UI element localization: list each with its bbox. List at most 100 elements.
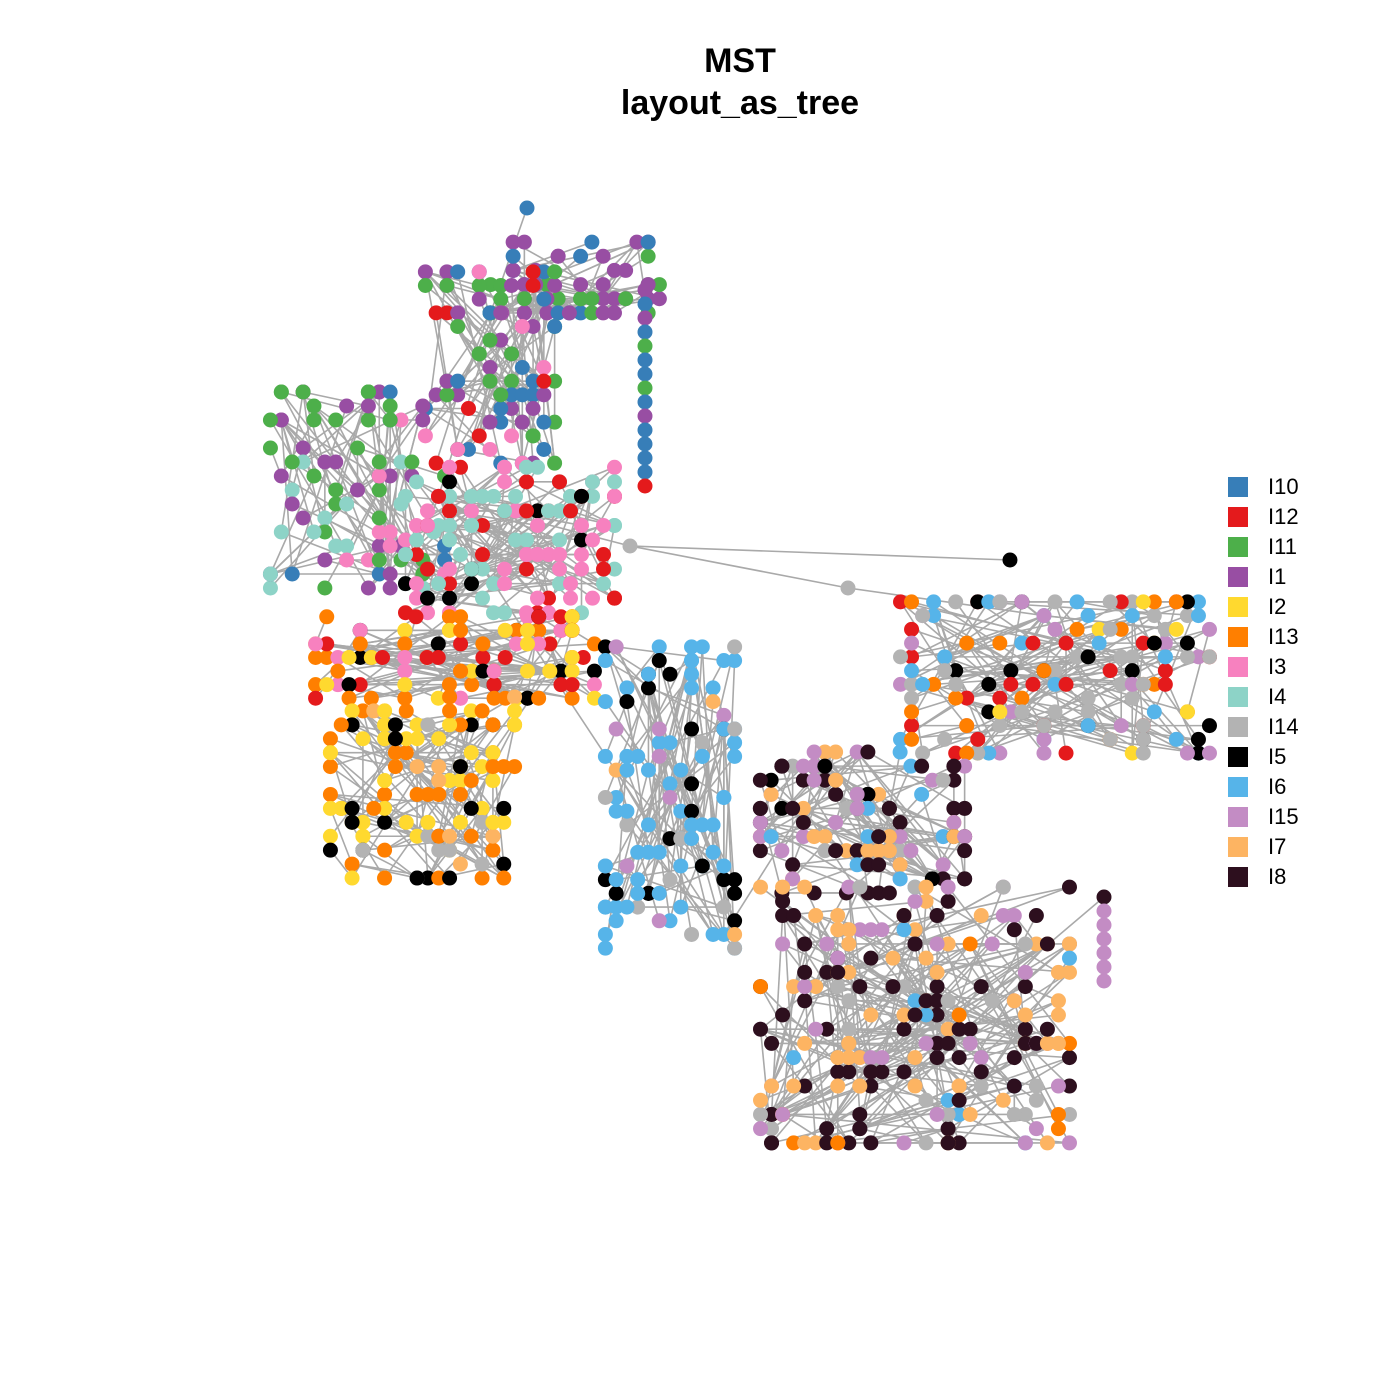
tree-node (493, 332, 509, 348)
tree-node (273, 524, 289, 540)
tree-node (1061, 950, 1077, 966)
tree-node (904, 594, 920, 610)
tree-node (662, 790, 678, 805)
tree-node (330, 663, 346, 679)
tree-node (1039, 1135, 1055, 1151)
tree-node (630, 872, 646, 888)
tree-node (1102, 663, 1118, 679)
tree-node (284, 566, 300, 582)
tree-node (1025, 676, 1041, 692)
tree-node (419, 650, 435, 665)
tree-node (464, 503, 479, 519)
tree-node (420, 717, 436, 733)
tree-node (328, 412, 344, 428)
tree-node (1091, 621, 1107, 637)
legend-swatch (1228, 837, 1248, 857)
tree-node (970, 594, 986, 610)
tree-node (344, 870, 360, 886)
tree-node (497, 503, 512, 519)
tree-node (852, 1121, 868, 1137)
tree-node (453, 690, 469, 706)
tree-node (774, 843, 790, 859)
tree-node (1179, 649, 1195, 665)
tree-node (684, 831, 700, 847)
tree-node (705, 926, 721, 942)
tree-node (860, 800, 876, 816)
tree-node (995, 908, 1011, 924)
tree-node (705, 817, 721, 833)
tree-node (1036, 745, 1052, 761)
tree-node (493, 291, 509, 307)
tree-node (474, 759, 490, 775)
tree-node (464, 677, 480, 693)
tree-node (637, 310, 653, 326)
tree-node (597, 653, 613, 669)
tree-node (1017, 979, 1033, 995)
tree-node (597, 790, 613, 805)
tree-node (420, 828, 436, 844)
tree-node (1061, 1035, 1077, 1051)
tree-node (863, 1078, 879, 1094)
tree-node (881, 829, 897, 845)
tree-node (442, 576, 457, 592)
legend-item: I2 (1228, 592, 1388, 622)
tree-node (1179, 745, 1195, 761)
legend-swatch (1228, 507, 1248, 527)
tree-node (344, 856, 360, 872)
legend-label: I15 (1268, 804, 1299, 829)
tree-node (1017, 1035, 1033, 1051)
tree-node (516, 234, 532, 250)
tree-node (485, 717, 501, 733)
legend-swatch (1228, 807, 1248, 827)
tree-node (1017, 1106, 1033, 1122)
tree-node (640, 762, 656, 778)
tree-node (539, 305, 555, 321)
tree-node (439, 264, 455, 280)
tree-node (926, 594, 942, 610)
tree-node (387, 759, 403, 775)
tree-node (935, 829, 951, 845)
tree-node (1190, 745, 1206, 761)
tree-node (450, 387, 466, 403)
tree-node (496, 800, 512, 816)
tree-node (904, 731, 920, 747)
tree-edge (770, 835, 826, 852)
tree-node (442, 828, 458, 844)
tree-node (377, 703, 393, 719)
tree-node (1080, 690, 1096, 706)
tree-node (398, 532, 413, 548)
tree-node (552, 503, 567, 519)
tree-node (442, 459, 457, 475)
tree-node (341, 690, 357, 706)
tree-node (948, 745, 964, 761)
tree-node (450, 264, 466, 280)
tree-edge (723, 715, 736, 949)
tree-node (849, 786, 865, 802)
legend-label: I2 (1268, 594, 1287, 619)
tree-node (430, 636, 446, 652)
tree-node (1061, 964, 1077, 980)
tree-node (694, 639, 710, 655)
tree-edge (324, 559, 380, 575)
tree-edge (425, 271, 480, 287)
tree-node (1124, 745, 1140, 761)
legend-swatch (1228, 717, 1248, 737)
tree-node (1006, 1078, 1022, 1094)
tree-node (817, 758, 833, 774)
tree-node (474, 703, 490, 719)
tree-node (705, 680, 721, 696)
tree-node (1050, 964, 1066, 980)
tree-node (382, 538, 398, 554)
tree-node (585, 474, 600, 490)
tree-node (753, 1106, 769, 1122)
tree-node (940, 1121, 956, 1137)
tree-node (531, 609, 547, 625)
tree-edge (701, 701, 714, 825)
tree-node (896, 922, 912, 938)
tree-node (520, 690, 535, 706)
tree-node (694, 817, 710, 833)
tree-node (482, 305, 498, 321)
tree-node (918, 879, 934, 895)
tree-node (637, 394, 653, 410)
tree-node (817, 744, 833, 760)
